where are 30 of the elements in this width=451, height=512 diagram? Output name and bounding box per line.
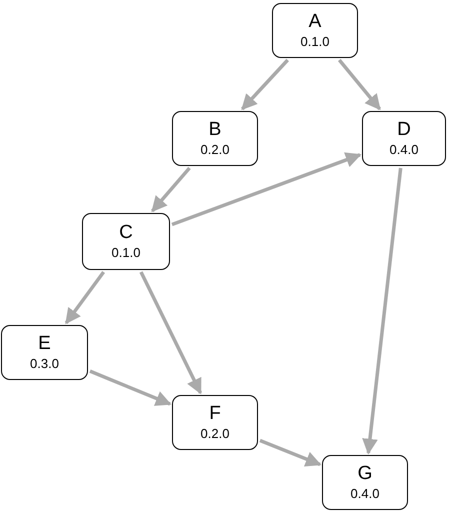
- version-label: 0.1.0: [112, 244, 140, 261]
- version-label: 0.2.0: [200, 425, 230, 442]
- node-name: G: [358, 463, 372, 485]
- arrow: [362, 168, 402, 455]
- node-box: [362, 111, 446, 166]
- node-box: [172, 111, 258, 166]
- node-name: C: [119, 222, 133, 244]
- version-label: 0.4.0: [350, 485, 380, 502]
- node-name: F: [209, 403, 221, 425]
- arrow: [64, 270, 106, 324]
- node-box: [1, 325, 88, 380]
- node-name: E: [38, 333, 51, 355]
- node-box: [322, 455, 408, 510]
- node-box: [272, 3, 358, 58]
- node-name: D: [397, 119, 411, 141]
- node-box: [172, 395, 258, 450]
- arrow: [171, 152, 362, 226]
- version-label: 0.1.0: [300, 33, 330, 50]
- arrow: [241, 58, 289, 110]
- node-name: B: [208, 119, 222, 141]
- arrow: [139, 271, 202, 394]
- node-box: [82, 213, 170, 270]
- arrow: [338, 58, 382, 110]
- node-name: A: [308, 11, 322, 33]
- version-label: 0.3.0: [30, 355, 59, 372]
- version-label: 0.2.0: [200, 141, 230, 158]
- version-label: 0.4.0: [390, 141, 418, 158]
- arrow: [151, 166, 191, 212]
- arrow: [89, 370, 172, 406]
- arrow: [259, 438, 322, 467]
